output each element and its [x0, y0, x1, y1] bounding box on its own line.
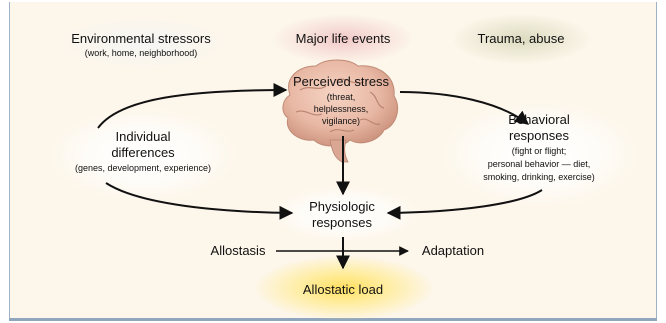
- arrow-individual-to-physiologic: [106, 183, 292, 213]
- perceived-stress-detail-1: (threat,: [296, 91, 386, 103]
- perceived-stress-detail-2: helplessness,: [296, 103, 386, 115]
- environmental-stressors-title: Environmental stressors: [58, 31, 224, 47]
- behavioral-responses-detail-1: (fight or flight;: [454, 145, 624, 157]
- allostasis-title: Allostasis: [200, 243, 276, 259]
- behavioral-responses-detail-3: smoking, drinking, exercise): [454, 171, 624, 183]
- arrow-behavioral-to-physiologic: [388, 190, 542, 213]
- perceived-stress-detail-3: vigilance): [296, 115, 386, 127]
- behavioral-responses-title-1: Behavioral: [474, 112, 604, 128]
- behavioral-responses-title-2: responses: [474, 128, 604, 144]
- allostatic-load-title: Allostatic load: [280, 282, 406, 298]
- individual-differences-detail: (genes, development, experience): [52, 162, 234, 174]
- adaptation-title: Adaptation: [410, 243, 496, 259]
- major-life-events-title: Major life events: [280, 31, 406, 47]
- individual-differences-title-1: Individual: [70, 129, 216, 145]
- perceived-stress-title: Perceived stress: [276, 74, 406, 90]
- individual-differences-title-2: differences: [70, 145, 216, 161]
- behavioral-responses-detail-2: personal behavior — diet,: [454, 158, 624, 170]
- arrow-individual-to-perceived: [98, 90, 286, 128]
- physiologic-responses-title-1: Physiologic: [282, 199, 402, 215]
- physiologic-responses-title-2: responses: [282, 215, 402, 231]
- environmental-stressors-detail: (work, home, neighborhood): [58, 47, 224, 59]
- trauma-abuse-title: Trauma, abuse: [466, 31, 576, 47]
